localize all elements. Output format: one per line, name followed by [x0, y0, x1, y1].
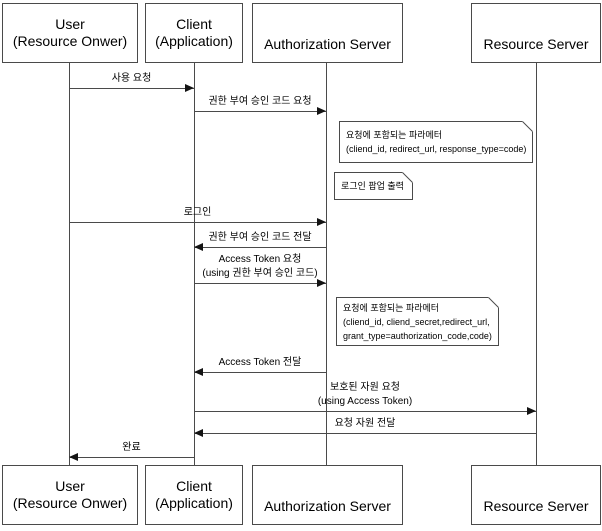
participant-box-resource-server-bottom: Resource Server	[471, 465, 601, 525]
participant-label: Client	[176, 16, 212, 32]
message-line	[194, 283, 326, 284]
participant-label: Resource Server	[483, 36, 589, 52]
participant-box-user-bottom: User (Resource Onwer)	[2, 465, 138, 525]
participant-label: Authorization Server	[264, 498, 391, 514]
note-line: 로그인 팝업 출력	[341, 181, 404, 191]
participant-label: (Resource Onwer)	[12, 33, 128, 49]
participant-box-authorization-server-bottom: Authorization Server	[252, 465, 403, 525]
arrowhead-left-icon	[69, 453, 78, 461]
lifeline-user	[69, 63, 70, 465]
arrowhead-right-icon	[317, 218, 326, 226]
note-request-params-authcode: 요청에 포함되는 파라메터 (cliend_id, redirect_url, …	[339, 121, 534, 163]
participant-label: Client	[176, 478, 212, 494]
participant-label: Resource Server	[483, 498, 589, 514]
participant-label: (Application)	[155, 33, 233, 49]
note-fold-icon	[488, 297, 499, 308]
note-fold-icon	[522, 121, 534, 132]
message-line	[69, 88, 194, 89]
participant-label: (Resource Onwer)	[12, 495, 128, 511]
participant-box-authorization-server-top: Authorization Server	[252, 3, 403, 63]
message-line	[194, 372, 326, 373]
note-line: (cliend_id, cliend_secret,redirect_url,	[343, 316, 490, 327]
participant-label: User	[55, 16, 85, 32]
arrowhead-left-icon	[194, 368, 203, 376]
arrowhead-right-icon	[317, 279, 326, 287]
participant-label: Authorization Server	[264, 36, 391, 52]
lifeline-authorization-server	[326, 63, 327, 465]
arrowhead-right-icon	[317, 107, 326, 115]
arrowhead-left-icon	[194, 429, 203, 437]
message-sublabel: (using Access Token)	[317, 396, 413, 407]
arrowhead-left-icon	[194, 243, 203, 251]
note-line: 요청에 포함되는 파라메터	[346, 130, 443, 140]
message-label: 보호된 자원 요청	[330, 382, 400, 393]
note-line: (cliend_id, redirect_url, response_type=…	[346, 144, 527, 154]
message-label: 권한 부여 승인 코드 요청	[208, 96, 312, 107]
message-line	[194, 111, 326, 112]
message-label: 권한 부여 승인 코드 전달	[208, 232, 312, 243]
message-line	[194, 247, 326, 248]
message-line	[69, 457, 194, 458]
message-line	[194, 433, 536, 434]
note-fold-icon	[402, 172, 413, 183]
message-label: 사용 요청	[111, 73, 152, 84]
message-label: 완료	[122, 442, 141, 453]
message-label: 로그인	[183, 207, 212, 218]
lifeline-resource-server	[536, 63, 537, 465]
participant-label: (Application)	[155, 495, 233, 511]
message-label-group: 보호된 자원 요청 (using Access Token)	[194, 381, 536, 409]
note-line: 요청에 포함되는 파라메터	[343, 302, 440, 313]
lifeline-client	[194, 63, 195, 465]
participant-box-resource-server-top: Resource Server	[471, 3, 601, 63]
arrowhead-right-icon	[527, 407, 536, 415]
participant-box-client-top: Client (Application)	[145, 3, 243, 63]
message-line	[194, 411, 536, 412]
message-label: Access Token 요청	[218, 254, 302, 265]
note-line: grant_type=authorization_code,code)	[343, 330, 492, 341]
arrowhead-right-icon	[185, 84, 194, 92]
message-sublabel: (using 권한 부여 승인 코드)	[202, 268, 318, 279]
message-label: Access Token 전달	[218, 357, 302, 368]
note-request-params-token: 요청에 포함되는 파라메터 (cliend_id, cliend_secret,…	[336, 297, 499, 346]
participant-box-client-bottom: Client (Application)	[145, 465, 243, 525]
note-login-popup: 로그인 팝업 출력	[334, 172, 413, 200]
message-label-group: Access Token 요청 (using 권한 부여 승인 코드)	[194, 253, 326, 281]
participant-label: User	[55, 478, 85, 494]
participant-box-user-top: User (Resource Onwer)	[2, 3, 138, 63]
message-line	[69, 222, 326, 223]
message-label: 요청 자원 전달	[334, 418, 396, 429]
